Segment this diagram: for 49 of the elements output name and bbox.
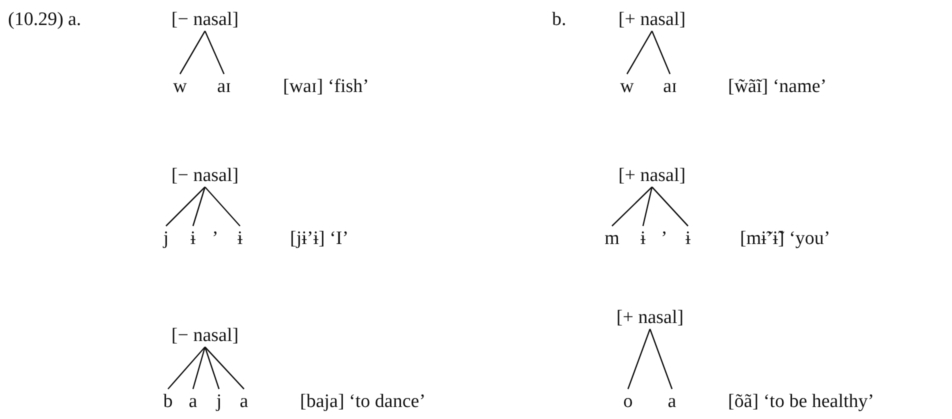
annotation-text: [waɪ] ‘fish’ [283,77,369,96]
tree-node-text: [+ nasal] [618,166,686,185]
branch-line [204,186,240,226]
annotation-text: ’ [661,229,668,248]
branch-line [652,186,688,226]
tree-node-text: [+ nasal] [618,10,686,29]
branch-line [204,346,244,390]
tree-node-text: [− nasal] [171,326,239,345]
tree-node-text: w [620,77,634,96]
tree-node-text: [− nasal] [171,10,239,29]
branch-line [627,328,651,390]
branch-line [204,346,220,390]
branch-line [612,186,652,226]
annotation-text: [mɨ̃’ɨ̃] ‘you’ [740,229,830,248]
tree-node-text: w [173,77,187,96]
tree-node-text: o [623,392,633,411]
tree-node-text: a [668,392,676,411]
branch-line [192,346,206,390]
branch-line [166,186,206,226]
branch-line [168,346,206,390]
tree-node-text: [+ nasal] [616,308,684,327]
tree-node-text: aɪ [217,77,231,96]
tree-node-text: ɨ [190,229,196,248]
annotation-text: [õã] ‘to be healthy’ [728,392,874,411]
annotation-text: ’ [212,229,218,248]
branch-line [626,30,653,74]
annotation-text: [baja] ‘to dance’ [300,392,426,411]
annotation-text: [jɨ’ɨ] ‘I’ [290,229,349,248]
annotation-text: b. [552,10,566,29]
annotation-text: a. [68,10,82,29]
tree-node-text: ɨ [237,229,243,248]
annotation-text: [w̃ãĩ] ‘name’ [728,77,827,96]
branch-line [651,30,671,74]
tree-node-text: ɨ [685,229,691,248]
branch-line [204,30,225,74]
branch-line [179,30,206,74]
tree-node-text: b [163,392,173,411]
tree-node-text: [− nasal] [171,166,239,185]
tree-node-text: j [163,229,169,248]
tree-node-text: m [604,229,620,248]
annotation-text: (10.29) [8,10,64,29]
branch-line [642,186,653,226]
tree-node-text: aɪ [663,77,677,96]
tree-node-text: a [188,392,198,411]
tree-node-text: j [216,392,222,411]
tree-node-text: ɨ [640,229,646,248]
branch-line [649,328,673,390]
tree-node-text: a [240,392,248,411]
branch-line [192,186,206,226]
